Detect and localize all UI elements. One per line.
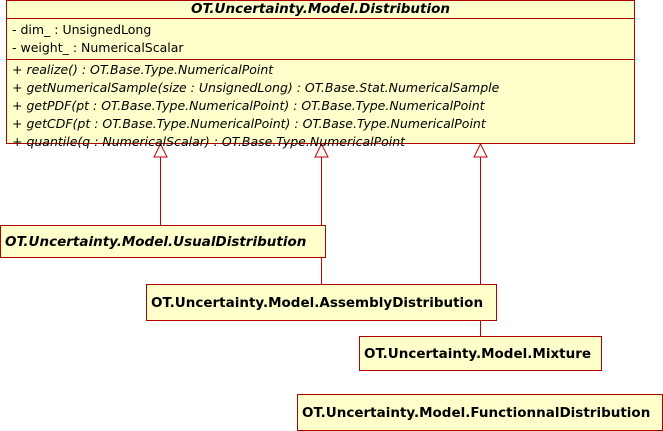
distribution-operations: + realize() : OT.Base.Type.NumericalPoin… — [7, 60, 634, 151]
operation-get-numerical-sample: + getNumericalSample(size : UnsignedLong… — [12, 80, 500, 95]
distribution-class[interactable]: OT.Uncertainty.Model.Distribution - dim_… — [6, 0, 635, 149]
assembly-distribution-class[interactable]: OT.Uncertainty.Model.AssemblyDistributio… — [146, 284, 497, 321]
distribution-attributes: - dim_ : UnsignedLong - weight_ : Numeri… — [7, 19, 634, 60]
operation-realize: + realize() : OT.Base.Type.NumericalPoin… — [12, 62, 274, 77]
mixture-class[interactable]: OT.Uncertainty.Model.Mixture — [359, 336, 602, 371]
mixture-inheritance-arrow — [473, 142, 488, 158]
functionnal-distribution-class[interactable]: OT.Uncertainty.Model.FunctionnalDistribu… — [297, 394, 663, 431]
assembly-inheritance-arrow — [314, 142, 329, 158]
attribute-weight: - weight_ : NumericalScalar — [12, 40, 184, 55]
operation-get-cdf: + getCDF(pt : OT.Base.Type.NumericalPoin… — [12, 116, 486, 131]
assembly-distribution-name: OT.Uncertainty.Model.AssemblyDistributio… — [151, 294, 484, 311]
functionnal-distribution-name: OT.Uncertainty.Model.FunctionnalDistribu… — [302, 404, 651, 421]
usual-distribution-class[interactable]: OT.Uncertainty.Model.UsualDistribution — [0, 225, 326, 258]
mixture-name: OT.Uncertainty.Model.Mixture — [364, 345, 592, 362]
usual-distribution-name: OT.Uncertainty.Model.UsualDistribution — [5, 233, 307, 250]
distribution-class-name: OT.Uncertainty.Model.Distribution — [7, 1, 634, 19]
attribute-dim: - dim_ : UnsignedLong — [12, 22, 152, 37]
operation-get-pdf: + getPDF(pt : OT.Base.Type.NumericalPoin… — [12, 98, 485, 113]
operation-quantile: + quantile(q : NumericalScalar) : OT.Bas… — [12, 134, 406, 149]
usual-inheritance-arrow — [153, 142, 168, 158]
